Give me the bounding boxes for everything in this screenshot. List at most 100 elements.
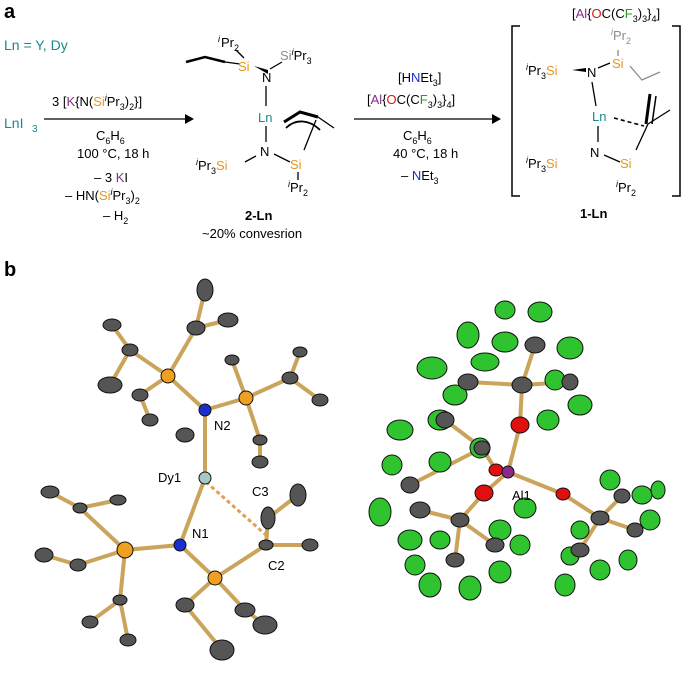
fluorine-atom bbox=[368, 497, 392, 527]
carbon-atom bbox=[186, 320, 206, 336]
step1-reagent: 3 [K{N(SiiPr3)2}] bbox=[52, 93, 142, 112]
dysprosium-atom bbox=[198, 471, 212, 485]
fluorine-atom bbox=[570, 520, 590, 540]
compound-1-label: 1-Ln bbox=[580, 206, 608, 221]
carbon-atom bbox=[561, 373, 579, 391]
carbon-atom bbox=[175, 597, 195, 613]
left-bracket bbox=[511, 25, 520, 197]
dashed-ln-c-interaction bbox=[613, 117, 645, 127]
panel-b-label: b bbox=[4, 259, 16, 281]
bond-dy1-n1 bbox=[178, 476, 207, 547]
carbon-atom bbox=[40, 485, 60, 499]
step2-reagent-2: [Al{OC(CF3)3}4] bbox=[367, 92, 455, 110]
ipr-i-top: i bbox=[218, 34, 221, 44]
right-bracket bbox=[672, 25, 681, 197]
reactant-subscript: 3 bbox=[32, 124, 38, 135]
carbon-atom bbox=[217, 312, 239, 328]
bond-methyl bbox=[317, 116, 335, 129]
allyl-bold bbox=[283, 110, 319, 124]
fluorine-atom bbox=[488, 519, 512, 541]
carbon-atom bbox=[570, 542, 590, 558]
fluorine-atom bbox=[442, 384, 468, 406]
carbon-atom bbox=[121, 343, 139, 357]
ipr-top: Pr2 bbox=[221, 35, 239, 53]
oxygen-atom bbox=[555, 487, 571, 501]
silicon-atoms-left bbox=[116, 368, 254, 586]
n-bottom: N bbox=[260, 144, 269, 159]
silicon-atom bbox=[160, 368, 176, 384]
bond-n-si-bottom-left bbox=[244, 155, 257, 163]
carbon-atom bbox=[97, 376, 123, 394]
ethyl-bond-2 bbox=[185, 55, 226, 64]
step1-byproduct-amine: – HN(SiiPr3)2 bbox=[65, 187, 140, 206]
silicon-atom bbox=[207, 570, 223, 586]
silicon-atom bbox=[116, 541, 134, 559]
aluminium-atom bbox=[501, 465, 515, 479]
carbon-atom bbox=[289, 483, 307, 507]
carbon-atoms-right bbox=[400, 336, 644, 568]
step2-solvent: C6H6 bbox=[403, 128, 432, 146]
bond-dy1-c3-dashed bbox=[205, 480, 267, 537]
carbon-atom bbox=[473, 440, 491, 456]
carbon-atom bbox=[109, 494, 127, 506]
carbon-atom bbox=[252, 434, 268, 446]
fluorine-atoms bbox=[368, 300, 666, 601]
carbon-atom bbox=[112, 594, 128, 606]
anion-label: [Al{OC(CF3)3}4] bbox=[572, 6, 660, 24]
reactant-lni3: LnI 3 bbox=[4, 115, 38, 135]
carbon-atom bbox=[72, 502, 88, 514]
fluorine-atom bbox=[404, 554, 426, 576]
arrow-head-1 bbox=[185, 114, 194, 124]
nitrogen-atom-n2 bbox=[198, 403, 212, 417]
n-bottom-1: N bbox=[590, 145, 599, 160]
carbon-atom bbox=[131, 388, 149, 402]
carbon-atom bbox=[445, 552, 465, 568]
wedge-bond-top bbox=[254, 66, 268, 74]
fluorine-atom bbox=[416, 356, 448, 380]
fluorine-atom bbox=[556, 336, 584, 360]
carbon-atoms-left bbox=[34, 278, 329, 661]
allyl-arc bbox=[285, 120, 321, 131]
bond-si-c7 bbox=[78, 506, 127, 552]
n-top-1: N bbox=[587, 65, 596, 80]
fluorine-atom bbox=[488, 560, 512, 584]
fluorine-atom bbox=[554, 573, 576, 597]
alkene-line-1 bbox=[651, 95, 657, 125]
carbon-atom bbox=[292, 346, 308, 358]
carbon-atom bbox=[511, 376, 533, 394]
bond-si-c2-atom bbox=[213, 543, 268, 580]
carbon-atom bbox=[252, 615, 278, 635]
carbon-atom bbox=[281, 371, 299, 385]
carbon-atom bbox=[69, 558, 87, 572]
step2-reagent-1: [HNEt3] bbox=[398, 70, 441, 88]
fluorine-atom bbox=[513, 497, 537, 519]
si-top-right-1: Si bbox=[612, 56, 624, 71]
arrow-head-2 bbox=[492, 114, 501, 124]
carbon-atom bbox=[196, 278, 214, 302]
carbon-atom bbox=[224, 354, 240, 366]
carbon-atom bbox=[234, 602, 256, 618]
carbon-atom bbox=[251, 455, 269, 469]
reactant-formula: LnI bbox=[4, 115, 23, 131]
carbon-atom bbox=[141, 413, 159, 427]
compound-2-label: 2-Ln bbox=[245, 208, 273, 223]
atom-label-n1: N1 bbox=[192, 526, 209, 541]
fluorine-atom bbox=[639, 509, 661, 531]
fluorine-atom bbox=[458, 575, 482, 601]
carbon-atom bbox=[311, 393, 329, 407]
bond-al-o2 bbox=[506, 470, 565, 496]
ethyl-1 bbox=[629, 65, 661, 81]
carbon-atom bbox=[175, 427, 195, 443]
ipr3-si-bottom-left-1: iPr3Si bbox=[526, 155, 558, 174]
nitrogen-atom-n1 bbox=[173, 538, 187, 552]
fluorine-atom bbox=[418, 572, 442, 598]
structure-2-ln: i Pr2 Si N SiiPr3 Ln N iPr3Si Si iPr2 bbox=[185, 34, 335, 198]
fluorine-atom bbox=[618, 549, 638, 571]
fluorine-atom bbox=[536, 409, 560, 431]
bond-alkene-si-1 bbox=[635, 123, 649, 151]
atom-label-c2: C2 bbox=[268, 558, 285, 573]
carbon-atom bbox=[409, 501, 431, 519]
crystal-structure-2-dy: N2 Dy1 C3 N1 C2 bbox=[34, 278, 329, 661]
bond-et-si bbox=[224, 61, 241, 65]
